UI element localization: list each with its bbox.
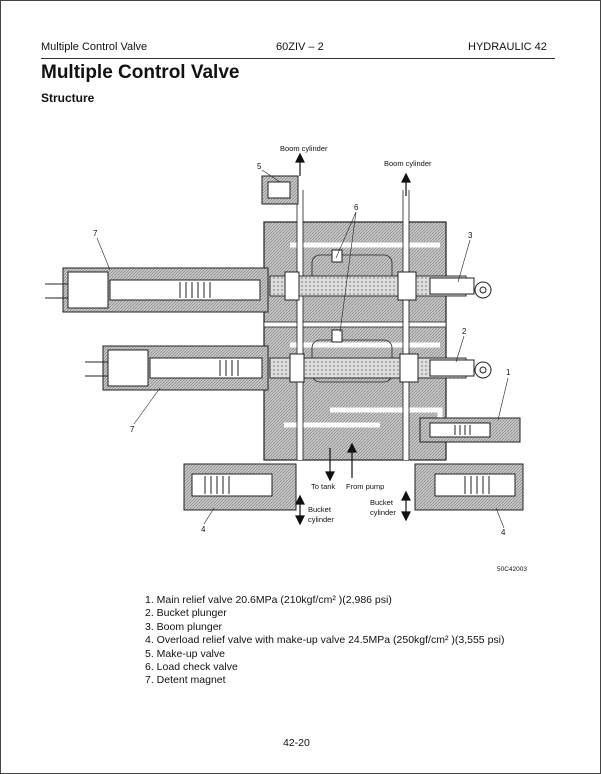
legend-item: 6. Load check valve <box>145 661 238 674</box>
callout-leaders <box>96 169 509 529</box>
header-left: Multiple Control Valve <box>41 41 148 53</box>
header-right: HYDRAULIC 42 <box>468 41 547 53</box>
callout-4-left: 4 <box>201 525 206 534</box>
callout-3: 3 <box>468 231 473 240</box>
callout-7-top: 7 <box>93 229 98 238</box>
label-bucket-right: Bucket <box>370 498 394 507</box>
label-to-tank: To tank <box>311 482 335 491</box>
passage-outlines <box>296 190 410 460</box>
label-boom-cylinder-right: Boom cylinder <box>384 159 432 168</box>
label-cylinder-right: cylinder <box>370 508 396 517</box>
port-arrows <box>295 152 411 526</box>
bucket-plunger <box>269 353 492 383</box>
detent-magnet-upper <box>45 267 269 313</box>
label-boom-cylinder-top: Boom cylinder <box>280 144 328 153</box>
label-bucket-left: Bucket <box>308 505 332 514</box>
legend-item: 3. Boom plunger <box>145 620 223 633</box>
legend-item: 2. Bucket plunger <box>145 607 227 620</box>
diagram-labels: Boom cylinder Boom cylinder To tank From… <box>280 144 432 524</box>
overload-relief-valve-left <box>183 463 297 511</box>
boom-plunger <box>269 271 492 301</box>
callout-4-right: 4 <box>501 528 506 537</box>
label-cylinder-left: cylinder <box>308 515 334 524</box>
page-title: Multiple Control Valve <box>41 62 240 83</box>
legend-item: 1. Main relief valve 20.6MPa (210kgf/cm²… <box>145 594 392 606</box>
valve-diagram: Boom cylinder Boom cylinder To tank From… <box>45 144 527 573</box>
detent-magnet-lower <box>85 345 269 391</box>
legend-item: 4. Overload relief valve with make-up va… <box>145 634 505 647</box>
parts-legend: 1. Main relief valve 20.6MPa (210kgf/cm²… <box>145 594 505 688</box>
legend-item: 7. Detent magnet <box>145 674 226 687</box>
callout-1: 1 <box>506 368 511 377</box>
make-up-valve <box>261 175 299 205</box>
header-center: 60ZIV – 2 <box>276 41 324 53</box>
internal-passages <box>284 190 443 460</box>
valve-body <box>263 221 447 461</box>
label-from-pump: From pump <box>346 482 384 491</box>
header-rule <box>41 58 555 59</box>
section-subtitle: Structure <box>41 91 95 105</box>
callout-numbers: 1 2 3 4 4 5 6 7 7 <box>93 162 511 537</box>
figure-code: 50C42003 <box>497 566 527 573</box>
callout-7-bottom: 7 <box>130 425 135 434</box>
overload-relief-valve-right <box>414 463 524 511</box>
page-number: 42-20 <box>283 737 310 749</box>
callout-6: 6 <box>354 203 359 212</box>
legend-item: 5. Make-up valve <box>145 647 225 660</box>
callout-2: 2 <box>462 327 467 336</box>
callout-5: 5 <box>257 162 262 171</box>
main-relief-valve <box>419 417 521 443</box>
